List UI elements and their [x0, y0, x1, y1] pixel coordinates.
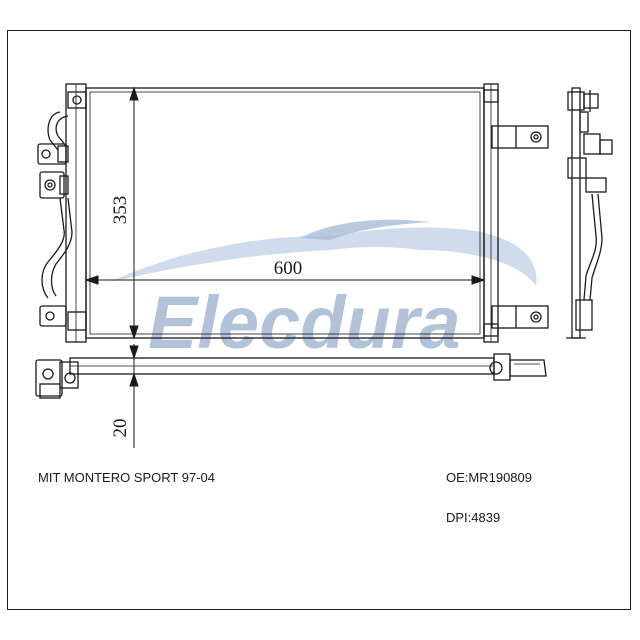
dimension-lines [84, 86, 486, 448]
right-tank [483, 83, 499, 343]
watermark-text: Elecdura [148, 281, 461, 364]
height-dimension-label: 353 [110, 196, 131, 225]
bottom-view [35, 353, 547, 399]
watermark-logo: Elecdura [110, 219, 537, 364]
mounting-bracket-upper [491, 125, 549, 149]
left-tank [65, 83, 87, 343]
oe-number-label: OE:MR190809 [446, 470, 532, 485]
dpi-number-label: DPI:4839 [446, 510, 501, 525]
thickness-dimension-label: 20 [110, 419, 131, 438]
mounting-bracket-lower [491, 305, 549, 329]
drawing-frame [7, 30, 631, 610]
vehicle-model-label: MIT MONTERO SPORT 97-04 [38, 470, 215, 485]
left-pipe-assembly [37, 111, 73, 327]
width-dimension-label: 600 [274, 258, 303, 279]
side-view [566, 87, 613, 339]
